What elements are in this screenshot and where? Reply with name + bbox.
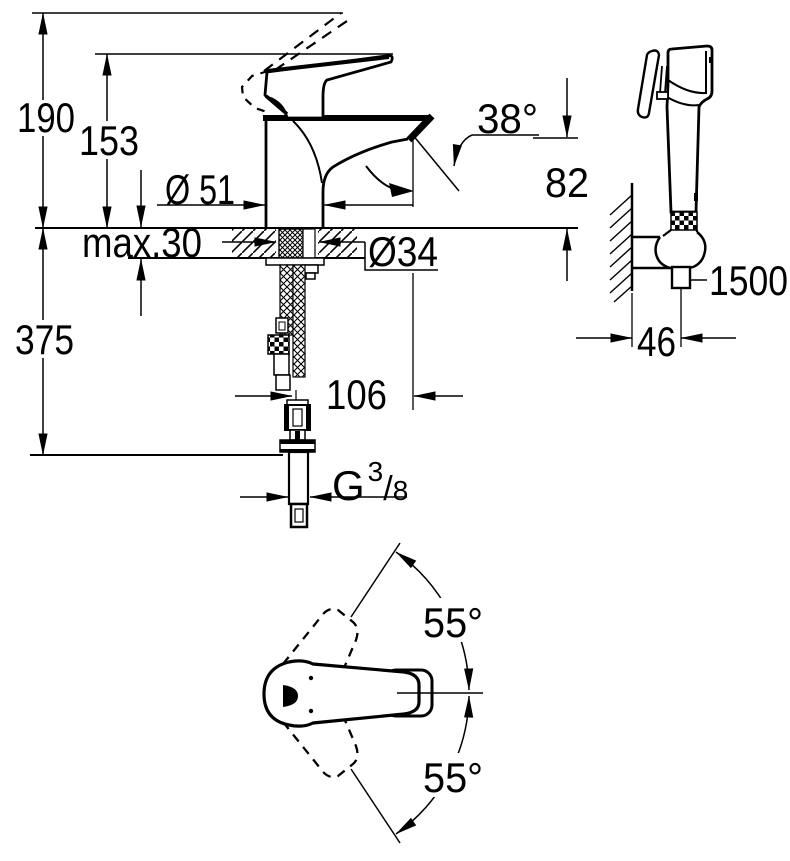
side-view-labels: 1500 46: [637, 257, 788, 365]
front-view-labels: 190 153 Ø 51 max.30 Ø34 38° 82 375 106 G…: [15, 94, 589, 509]
hose-outlet: [670, 265, 692, 290]
faucet-handle-solid: [263, 54, 394, 120]
handle-logo-mark: [283, 685, 298, 707]
label-spout-height: 82: [545, 159, 589, 206]
label-swivel-upper: 55°: [423, 599, 483, 646]
shower-head-body: [665, 44, 714, 214]
faucet-handle-raised-dashed: [240, 12, 348, 114]
top-view-labels: 55° 55°: [419, 598, 487, 801]
flow-direction-arrow: [389, 183, 414, 197]
supply-shank-and-hoses: [265, 228, 325, 529]
label-base-diameter: Ø 51: [165, 166, 235, 213]
label-deck-max: max.30: [82, 219, 202, 266]
mounting-washer: [265, 257, 325, 266]
hose-coupling-band: [670, 211, 698, 231]
supply-hose-right: [292, 264, 306, 378]
label-height-handle: 153: [79, 117, 139, 164]
side-view-hand-shower: 1500 46: [576, 44, 788, 365]
front-view: 190 153 Ø 51 max.30 Ø34 38° 82 375 106 G…: [12, 12, 589, 529]
label-hose-length: 1500: [709, 257, 788, 304]
spout-contour: [321, 137, 409, 228]
top-view-swivel: 55° 55°: [262, 542, 487, 844]
front-view-dimensions: [12, 12, 578, 502]
handle-rotated-dashed: [282, 607, 359, 779]
label-spout-projection: 106: [326, 371, 387, 418]
label-height-overall: 190: [17, 94, 75, 141]
label-spout-angle: 38°: [477, 95, 538, 142]
label-holder-depth: 46: [637, 318, 676, 365]
deck-hatch-right: [318, 229, 357, 257]
swivel-arcs: [350, 542, 474, 844]
side-view-dimensions: [576, 279, 736, 347]
label-below-deck-depth: 375: [15, 316, 74, 363]
deck-hatch-left: [232, 229, 276, 257]
label-swivel-lower: 55°: [423, 754, 483, 801]
trigger-lever: [636, 49, 661, 119]
wall-holder: [654, 236, 671, 270]
label-hole-diameter: Ø34: [368, 228, 438, 275]
handle-top-view: [262, 659, 483, 728]
connection-tube: [287, 450, 310, 506]
hand-shower: [632, 44, 714, 290]
